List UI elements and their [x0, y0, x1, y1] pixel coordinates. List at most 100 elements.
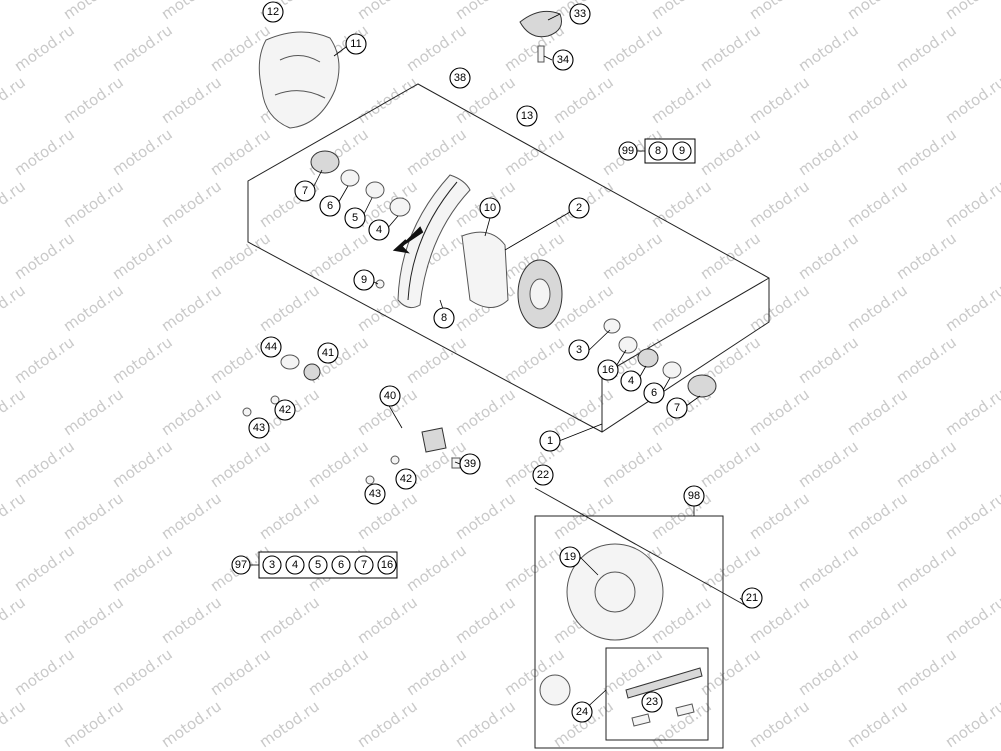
- callout-number: 6: [651, 387, 657, 399]
- callout-number: 33: [574, 8, 586, 20]
- callout-circle: [568, 197, 590, 219]
- callout-circle: [597, 359, 619, 381]
- callout-circle: [364, 483, 386, 505]
- watermark-text: motod.ru: [795, 229, 862, 283]
- watermark-text: motod.ru: [697, 541, 764, 595]
- sprocket-19-hub: [594, 571, 636, 613]
- watermark-text: motod.ru: [11, 333, 78, 387]
- watermark-text: motod.ru: [893, 229, 960, 283]
- axle-bolt-39: [451, 457, 461, 469]
- watermark-text: motod.ru: [697, 21, 764, 75]
- kit-97-label: 97: [235, 559, 247, 571]
- watermark-text: motod.ru: [697, 125, 764, 179]
- watermark-text: motod.ru: [550, 73, 617, 127]
- spacer-16-right: [618, 336, 638, 354]
- watermark-text: motod.ru: [893, 541, 960, 595]
- watermark-text: motod.ru: [207, 645, 274, 699]
- watermark-text: motod.ru: [403, 541, 470, 595]
- callout-circle: [559, 546, 581, 568]
- callout-circle: [516, 105, 538, 127]
- watermark-text: motod.ru: [942, 281, 1001, 335]
- bearing-4-right: [637, 348, 659, 368]
- chain-link-24-part: [631, 703, 695, 727]
- callout-number: 19: [564, 551, 576, 563]
- watermark-text: motod.ru: [354, 0, 421, 23]
- kit-99-item-8: 8: [655, 145, 661, 157]
- watermark-text: motod.ru: [305, 645, 372, 699]
- spacer-5-left: [365, 181, 385, 199]
- callout-number: 2: [576, 202, 582, 214]
- chain-slider-part: [519, 10, 562, 38]
- bolt-34-part: [537, 45, 545, 63]
- watermark-text: motod.ru: [354, 73, 421, 127]
- callout-1: 1: [539, 430, 561, 452]
- watermark-text: motod.ru: [893, 333, 960, 387]
- watermark-text: motod.ru: [109, 125, 176, 179]
- nipple-9-part: [375, 279, 385, 289]
- callout-number: 11: [350, 38, 361, 50]
- callout-number: 39: [464, 458, 476, 470]
- callout-circle: [741, 587, 763, 609]
- callout-circle: [319, 195, 341, 217]
- watermark-text: motod.ru: [11, 437, 78, 491]
- watermark-text: motod.ru: [795, 645, 862, 699]
- watermark-text: motod.ru: [354, 697, 421, 751]
- callout-number: 43: [369, 488, 381, 500]
- axle-nut-41: [303, 363, 321, 381]
- callout-circle: [274, 399, 296, 421]
- watermark-text: motod.ru: [844, 0, 911, 23]
- watermark-text: motod.ru: [599, 229, 666, 283]
- watermark-text: motod.ru: [60, 697, 127, 751]
- callout-6: 6: [319, 195, 341, 217]
- hub-part: [461, 231, 509, 308]
- callout-6: 6: [643, 382, 665, 404]
- watermark-text: motod.ru: [942, 489, 1001, 543]
- watermark-text: motod.ru: [0, 0, 29, 23]
- watermark-text: motod.ru: [11, 125, 78, 179]
- callout-33: 33: [569, 3, 591, 25]
- callout-41: 41: [317, 342, 339, 364]
- callout-13: 13: [516, 105, 538, 127]
- rim-inner-line: [407, 181, 458, 301]
- watermark-text: motod.ru: [844, 489, 911, 543]
- watermark-text: motod.ru: [501, 125, 568, 179]
- callout-number: 44: [265, 341, 277, 353]
- callout-number: 42: [400, 473, 412, 485]
- watermark-text: motod.ru: [844, 73, 911, 127]
- watermark-text: motod.ru: [0, 593, 29, 647]
- watermark-text: motod.ru: [109, 229, 176, 283]
- chain-23-part: [625, 667, 703, 699]
- watermark-text: motod.ru: [697, 437, 764, 491]
- callout-number: 23: [646, 696, 658, 708]
- nut-43b-part: [365, 475, 375, 485]
- watermark-text: motod.ru: [746, 177, 813, 231]
- callout-23: 23: [641, 691, 663, 713]
- watermark-text: motod.ru: [746, 385, 813, 439]
- watermark-text: motod.ru: [11, 21, 78, 75]
- callout-number: 9: [361, 274, 367, 286]
- kit-97-item-7: 7: [361, 559, 367, 571]
- watermark-text: motod.ru: [305, 125, 372, 179]
- watermark-text: motod.ru: [795, 437, 862, 491]
- watermark-text: motod.ru: [207, 229, 274, 283]
- callout-number: 22: [537, 469, 549, 481]
- callout-number: 16: [602, 364, 614, 376]
- watermark-text: motod.ru: [942, 385, 1001, 439]
- watermark-text: motod.ru: [452, 0, 519, 23]
- callout-40: 40: [379, 385, 401, 407]
- watermark-text: motod.ru: [158, 593, 225, 647]
- callout-38: 38: [449, 67, 471, 89]
- watermark-text: motod.ru: [746, 73, 813, 127]
- watermark-text: motod.ru: [942, 0, 1001, 23]
- watermark-text: motod.ru: [844, 593, 911, 647]
- watermark-text: motod.ru: [501, 333, 568, 387]
- callout-39: 39: [459, 453, 481, 475]
- callout-circle: [368, 219, 390, 241]
- callout-5: 5: [344, 207, 366, 229]
- watermark-text: motod.ru: [403, 21, 470, 75]
- watermark-text: motod.ru: [60, 177, 127, 231]
- watermark-text: motod.ru: [256, 489, 323, 543]
- watermark-text: motod.ru: [109, 541, 176, 595]
- callout-number: 7: [674, 402, 680, 414]
